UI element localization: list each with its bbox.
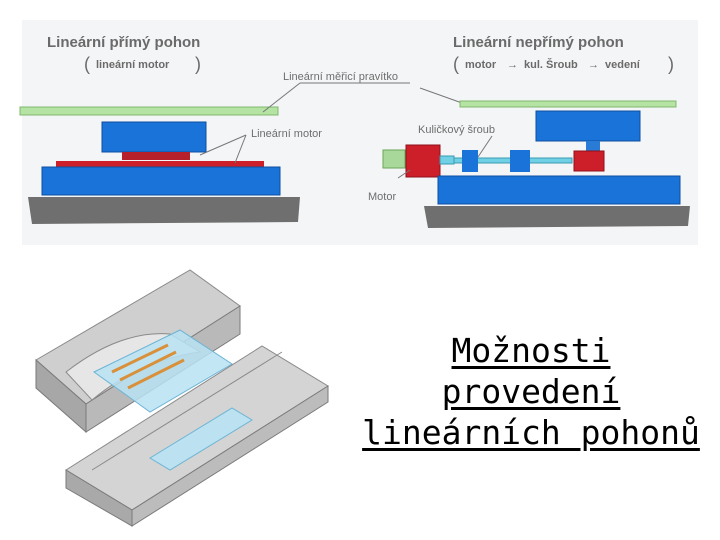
- indirect-paren-close: ): [668, 54, 674, 74]
- direct-motor-magnets: [56, 161, 264, 167]
- direct-paren-open: (: [84, 54, 90, 74]
- ruler-leader-line-right: [419, 87, 463, 104]
- direct-measuring-ruler: [19, 106, 279, 116]
- indirect-ground: [424, 206, 690, 228]
- indirect-paren-open: (: [453, 54, 459, 74]
- ruler-label: Lineární měřicí pravítko: [283, 71, 398, 83]
- screw-nut: [510, 150, 530, 172]
- brake-unit: [573, 150, 605, 172]
- direct-carriage: [101, 121, 207, 153]
- ballscrew-leader-line: [477, 135, 493, 158]
- linear-axis-illustration: [35, 269, 329, 527]
- carriage-mount: [586, 141, 600, 151]
- indirect-carriage: [535, 110, 641, 142]
- ruler-leader-line: [262, 82, 301, 113]
- servo-motor: [405, 144, 441, 178]
- bearing-left: [462, 150, 478, 172]
- coupling: [439, 155, 455, 165]
- arrow-icon: →: [507, 59, 518, 71]
- direct-heading: Lineární přímý pohon: [47, 34, 200, 51]
- direct-paren-close: ): [195, 54, 201, 74]
- indirect-sub-motor: motor: [465, 59, 497, 71]
- indirect-sub-guide: vedení: [605, 59, 641, 71]
- indirect-measuring-ruler: [459, 100, 677, 108]
- direct-motor-coil: [122, 152, 190, 160]
- rail-groove: [91, 351, 283, 471]
- direct-ground: [28, 197, 300, 224]
- arrow-icon: →: [588, 59, 599, 71]
- title-line-2: provedení: [441, 372, 621, 411]
- encoder-box: [382, 149, 406, 169]
- ballscrew-label: Kuličkový šroub: [418, 124, 495, 136]
- title-line-1: Možnosti: [451, 331, 611, 370]
- motor-coils: [111, 343, 185, 390]
- linear-motor-label: Lineární motor: [251, 128, 322, 140]
- motor-leader-line-a: [199, 134, 247, 156]
- magnet-rail-side: [131, 385, 329, 527]
- indirect-sub-screw: kul. Šroub: [524, 58, 578, 71]
- indirect-heading: Lineární nepřímý pohon: [453, 34, 624, 51]
- magnet-strip: [149, 407, 253, 471]
- title-line-3: lineárních pohonů: [362, 413, 700, 452]
- indirect-base: [437, 175, 681, 205]
- motor-label: Motor: [368, 191, 396, 203]
- motor-leader-line-b: [234, 134, 247, 164]
- slide-title: Možnosti provedení lineárních pohonů: [358, 330, 704, 453]
- direct-base: [41, 166, 281, 196]
- motor-leader-line: [397, 169, 411, 179]
- direct-subheading: lineární motor: [96, 59, 170, 71]
- drive-schematics: Lineární přímý pohon ( lineární motor ) …: [19, 20, 698, 245]
